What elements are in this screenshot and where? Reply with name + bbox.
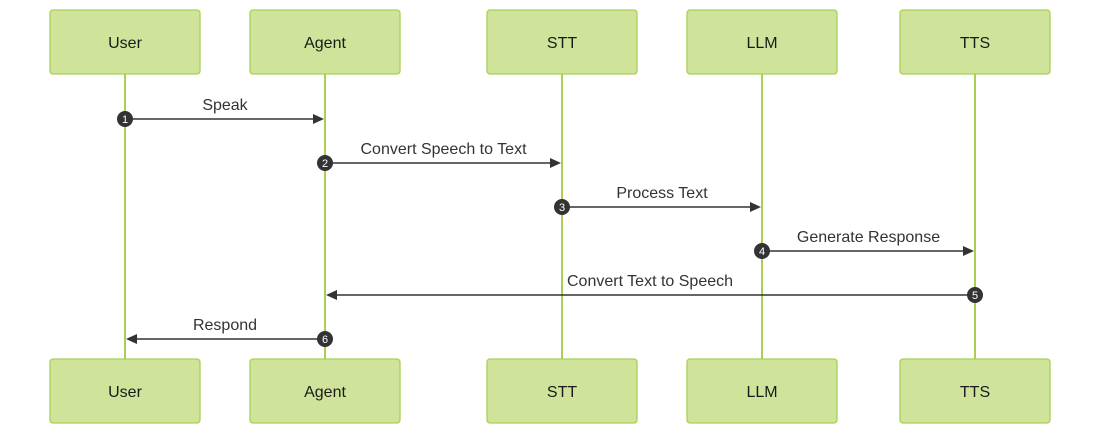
message-label: Respond bbox=[193, 317, 257, 334]
message-3: Process Text 3 bbox=[554, 185, 761, 215]
sequence-number: 1 bbox=[122, 114, 128, 126]
actor-box bbox=[49, 9, 201, 75]
sequence-number: 4 bbox=[759, 246, 765, 258]
actor-label: User bbox=[108, 35, 142, 52]
actor-label: TTS bbox=[960, 35, 990, 52]
arrowhead-icon bbox=[750, 202, 761, 212]
actor-box bbox=[49, 358, 201, 424]
sequence-number: 2 bbox=[322, 158, 328, 170]
actor-agent-top: Agent bbox=[249, 9, 401, 75]
sequence-number: 6 bbox=[322, 334, 328, 346]
message-1: Speak 1 bbox=[117, 97, 324, 127]
actor-label: STT bbox=[547, 384, 577, 401]
sequence-number-badge bbox=[754, 243, 770, 259]
actor-label: TTS bbox=[960, 384, 990, 401]
actor-box bbox=[899, 9, 1051, 75]
lifelines bbox=[124, 74, 976, 359]
message-5: Convert Text to Speech 5 bbox=[326, 273, 983, 303]
actor-llm-bottom: LLM bbox=[686, 358, 838, 424]
message-label: Process Text bbox=[616, 185, 708, 202]
actor-box bbox=[249, 358, 401, 424]
message-label: Speak bbox=[202, 97, 248, 114]
actor-stt-top: STT bbox=[486, 9, 638, 75]
message-label: Generate Response bbox=[797, 229, 940, 246]
message-label: Convert Speech to Text bbox=[360, 141, 527, 158]
message-4: Generate Response 4 bbox=[754, 229, 974, 259]
actor-tts-top: TTS bbox=[899, 9, 1051, 75]
sequence-number-badge bbox=[554, 199, 570, 215]
actor-label: STT bbox=[547, 35, 577, 52]
actor-user-top: User bbox=[49, 9, 201, 75]
actor-label: LLM bbox=[746, 384, 777, 401]
actor-agent-bottom: Agent bbox=[249, 358, 401, 424]
actor-box bbox=[249, 9, 401, 75]
message-6: Respond 6 bbox=[126, 317, 333, 347]
sequence-number-badge bbox=[317, 331, 333, 347]
sequence-number: 3 bbox=[559, 202, 565, 214]
actor-label: User bbox=[108, 384, 142, 401]
actor-tts-bottom: TTS bbox=[899, 358, 1051, 424]
actor-box bbox=[486, 358, 638, 424]
actor-box bbox=[899, 358, 1051, 424]
message-2: Convert Speech to Text 2 bbox=[317, 141, 561, 171]
arrowhead-icon bbox=[963, 246, 974, 256]
sequence-number: 5 bbox=[972, 290, 978, 302]
arrowhead-icon bbox=[550, 158, 561, 168]
sequence-number-badge bbox=[117, 111, 133, 127]
actor-label: Agent bbox=[304, 384, 346, 401]
arrowhead-icon bbox=[313, 114, 324, 124]
actor-stt-bottom: STT bbox=[486, 358, 638, 424]
actor-label: LLM bbox=[746, 35, 777, 52]
sequence-number-badge bbox=[967, 287, 983, 303]
actor-label: Agent bbox=[304, 35, 346, 52]
arrowhead-icon bbox=[326, 290, 337, 300]
actor-box bbox=[486, 9, 638, 75]
message-label: Convert Text to Speech bbox=[567, 273, 733, 290]
actor-box bbox=[686, 9, 838, 75]
arrowhead-icon bbox=[126, 334, 137, 344]
actor-llm-top: LLM bbox=[686, 9, 838, 75]
actor-box bbox=[686, 358, 838, 424]
sequence-number-badge bbox=[317, 155, 333, 171]
actor-user-bottom: User bbox=[49, 358, 201, 424]
